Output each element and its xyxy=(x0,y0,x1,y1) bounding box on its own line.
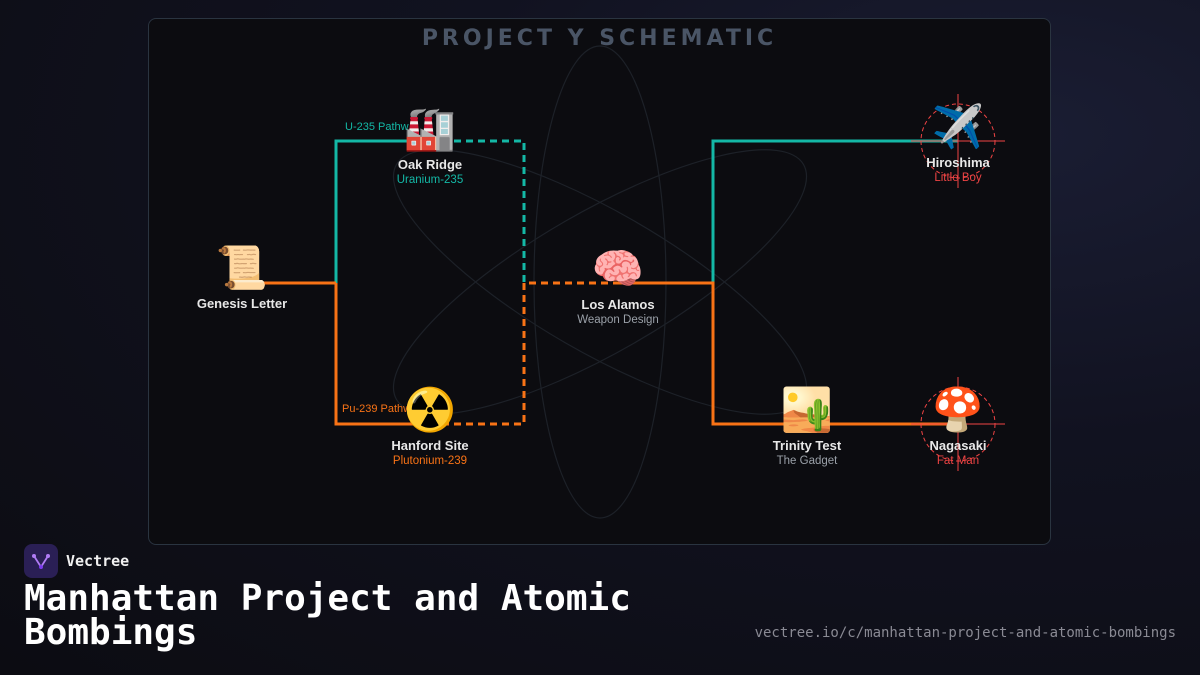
node-subtitle: Weapon Design xyxy=(577,314,659,326)
pu239-path-dashed xyxy=(430,281,618,426)
node-name: Nagasaki xyxy=(929,438,987,453)
node-hanford-site: ☢️ Hanford Site Plutonium-239 xyxy=(350,386,510,467)
hiroshima-target-reticle xyxy=(911,94,1005,188)
node-name: Genesis Letter xyxy=(196,296,288,311)
node-hiroshima: ✈️ Hiroshima Little Boy xyxy=(878,103,1038,184)
hiroshima-path xyxy=(711,139,958,283)
factory-icon: 🏭 xyxy=(403,105,457,152)
node-subtitle: Little Boy xyxy=(934,172,982,184)
node-genesis-letter: 📜 Genesis Letter xyxy=(162,244,322,311)
u235-path-label: U-235 Pathw xyxy=(345,121,409,133)
u235-path-solid xyxy=(334,139,430,283)
node-los-alamos: 🧠 Los Alamos Weapon Design xyxy=(538,245,698,326)
brand[interactable]: Vectree xyxy=(24,544,129,578)
brain-icon: 🧠 xyxy=(591,245,645,292)
scroll-icon: 📜 xyxy=(215,244,269,291)
mushroom-icon: 🍄 xyxy=(931,386,985,433)
pu239-path-solid xyxy=(334,283,430,426)
node-trinity-test: 🏜️ Trinity Test The Gadget xyxy=(727,386,887,467)
pu239-path-label: Pu-239 Pathw xyxy=(342,403,412,415)
desert-icon: 🏜️ xyxy=(780,386,834,433)
vectree-logo-icon xyxy=(24,544,58,578)
nagasaki-path xyxy=(618,281,958,426)
node-subtitle: Uranium-235 xyxy=(396,174,464,186)
node-name: Hanford Site xyxy=(391,438,469,453)
airplane-icon: ✈️ xyxy=(931,103,985,150)
node-subtitle: The Gadget xyxy=(776,455,838,467)
node-nagasaki: 🍄 Nagasaki Fat Man xyxy=(878,386,1038,467)
page-title: Manhattan Project and Atomic Bombings xyxy=(24,578,631,653)
nagasaki-target-reticle xyxy=(911,377,1005,471)
radioactive-icon: ☢️ xyxy=(403,386,457,433)
orbit-left xyxy=(392,149,808,415)
node-name: Los Alamos xyxy=(581,297,655,312)
orbit-right xyxy=(392,149,808,415)
brand-name: Vectree xyxy=(66,552,130,570)
node-name: Oak Ridge xyxy=(397,157,463,172)
node-subtitle: Plutonium-239 xyxy=(392,455,468,467)
node-subtitle: Fat Man xyxy=(936,455,980,467)
schematic-title: PROJECT Y SCHEMATIC xyxy=(421,26,778,51)
node-name: Hiroshima xyxy=(926,155,990,170)
node-name: Trinity Test xyxy=(772,438,842,453)
node-oak-ridge: 🏭 Oak Ridge Uranium-235 xyxy=(350,105,510,186)
page-url[interactable]: vectree.io/c/manhattan-project-and-atomi… xyxy=(754,625,1176,641)
